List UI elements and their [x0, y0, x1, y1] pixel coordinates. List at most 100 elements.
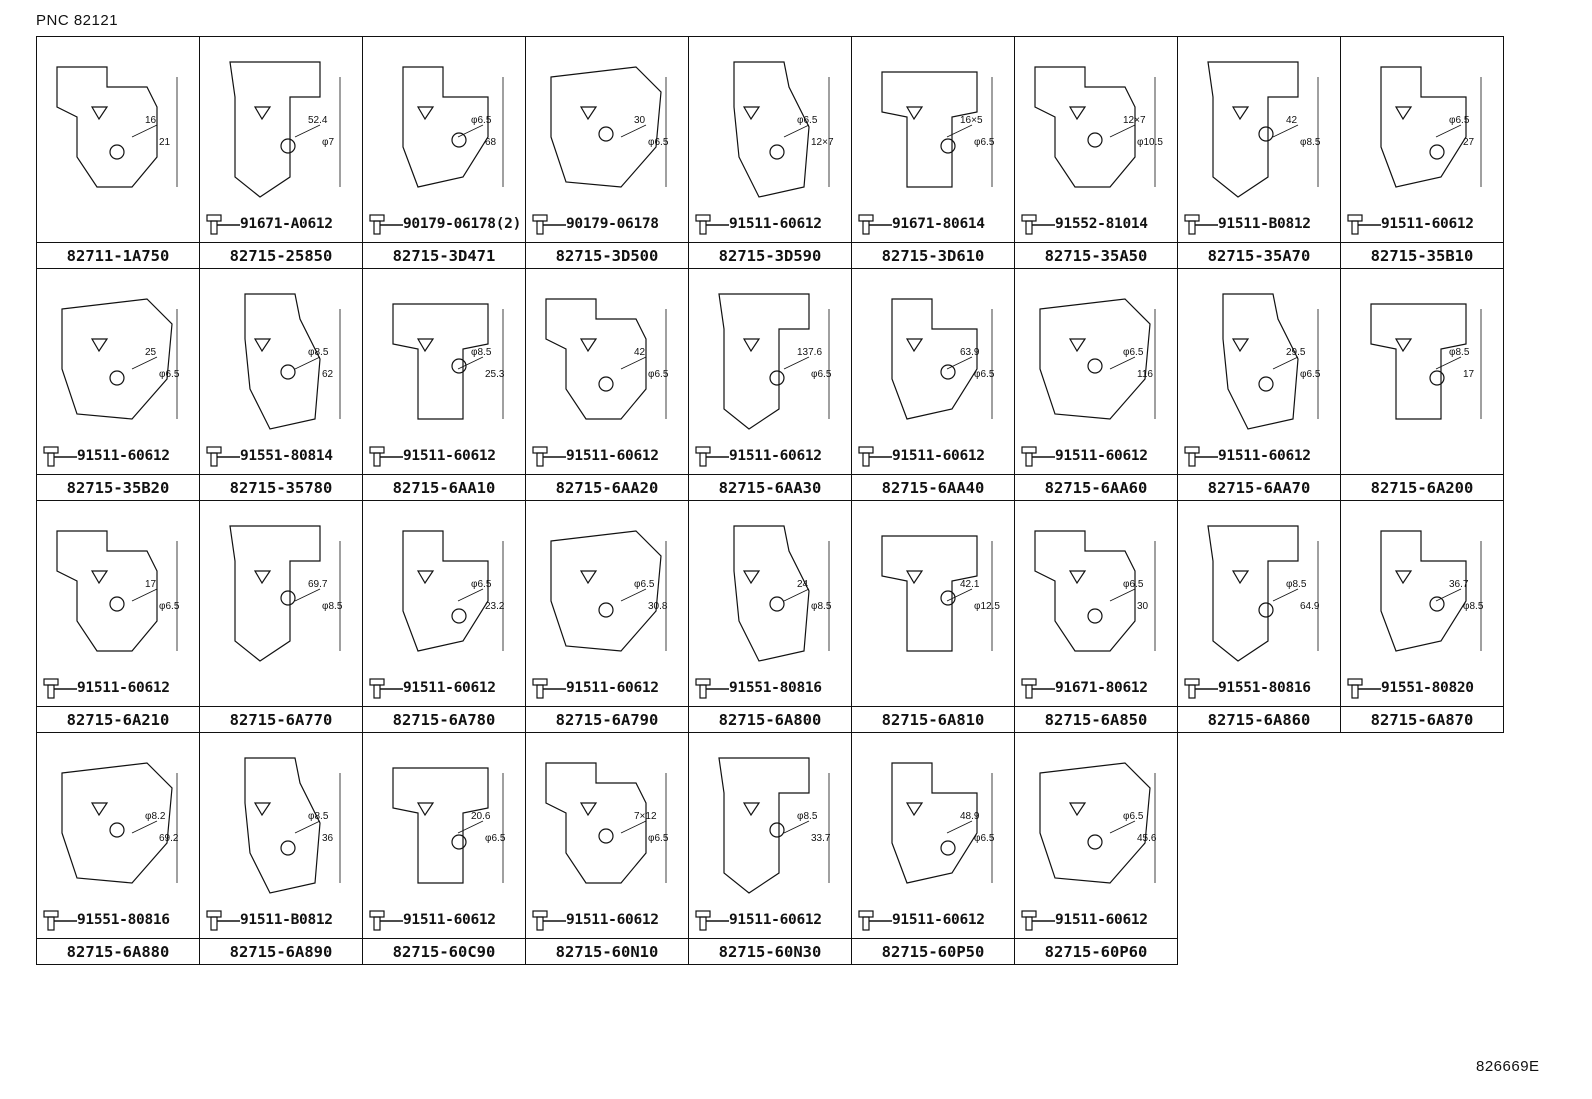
dimension-label: φ6.5: [1449, 115, 1470, 126]
part-number[interactable]: 82715-6A880: [37, 938, 199, 965]
dimension-label: φ6.5: [974, 833, 995, 844]
mounting-hole: [1429, 596, 1445, 612]
part-number[interactable]: 82715-6AA40: [852, 474, 1014, 501]
part-number[interactable]: 82715-6A810: [852, 706, 1014, 733]
bracket-outline: [1380, 530, 1467, 652]
part-number[interactable]: 82715-6AA30: [689, 474, 851, 501]
bracket-outline: [244, 757, 321, 894]
leader-line: [1435, 356, 1462, 370]
part-number[interactable]: 82715-6A770: [200, 706, 362, 733]
dimension-label: φ6.5: [1123, 347, 1144, 358]
part-number[interactable]: 82715-6AA70: [1178, 474, 1340, 501]
bracket-drawing: φ6.523.2: [402, 530, 505, 652]
part-number[interactable]: 82715-25850: [200, 242, 362, 269]
pnc-label: PNC 82121: [36, 12, 119, 29]
part-number[interactable]: 82715-6A860: [1178, 706, 1340, 733]
part-number[interactable]: 82715-60N10: [526, 938, 688, 965]
bolt-part-number: 91551-80820: [1381, 680, 1474, 696]
dimension-label: 29.5: [1286, 347, 1306, 358]
part-number[interactable]: 82715-6A210: [37, 706, 199, 733]
dimension-label: 12×7: [1123, 115, 1146, 126]
part-number[interactable]: 82715-6A790: [526, 706, 688, 733]
part-number[interactable]: 82715-3D610: [852, 242, 1014, 269]
leader-line: [783, 356, 810, 370]
dimension-label: φ8.5: [1463, 601, 1484, 612]
dimension-label: 30: [1137, 601, 1149, 612]
part-number[interactable]: 82715-6AA10: [363, 474, 525, 501]
part-number[interactable]: 82715-3D471: [363, 242, 525, 269]
part-number[interactable]: 82715-35780: [200, 474, 362, 501]
dimension-label: 137.6: [797, 347, 822, 358]
dimension-label: 69.7: [308, 579, 328, 590]
bolt-part-number: 91671-80612: [1055, 680, 1148, 696]
leader-line: [620, 588, 647, 602]
bolt-part-number: 91551-80816: [1218, 680, 1311, 696]
part-number[interactable]: 82715-60P60: [1015, 938, 1177, 965]
bolt-part-number: 91511-60612: [566, 448, 659, 464]
part-number[interactable]: 82715-3D590: [689, 242, 851, 269]
part-number[interactable]: 82711-1A750: [37, 242, 199, 269]
part-number[interactable]: 82715-6AA60: [1015, 474, 1177, 501]
part-number[interactable]: 82715-6AA20: [526, 474, 688, 501]
part-number[interactable]: 82715-6A870: [1341, 706, 1503, 733]
dimension-label: 64.9: [1300, 601, 1320, 612]
dimension-label: φ6.5: [159, 369, 180, 380]
part-number[interactable]: 82715-35B10: [1341, 242, 1503, 269]
part-number[interactable]: 82715-35A70: [1178, 242, 1340, 269]
part-number[interactable]: 82715-6A800: [689, 706, 851, 733]
part-number[interactable]: 82715-3D500: [526, 242, 688, 269]
bolt-row: 91511-60612: [693, 445, 822, 467]
part-number[interactable]: 82715-6A890: [200, 938, 362, 965]
part-number[interactable]: 82715-35A50: [1015, 242, 1177, 269]
bracket-drawing: φ8.564.9: [1207, 525, 1320, 662]
part-number[interactable]: 82715-60N30: [689, 938, 851, 965]
part-number[interactable]: 82715-6A850: [1015, 706, 1177, 733]
mounting-hole: [109, 144, 125, 160]
bolt-row: 91551-80816: [1182, 677, 1311, 699]
triangle-cutout: [1394, 106, 1413, 121]
part-number[interactable]: 82715-60P50: [852, 938, 1014, 965]
dimension-label: 17: [145, 579, 157, 590]
part-number[interactable]: 82715-6A780: [363, 706, 525, 733]
bracket-drawing: φ8.525.3: [392, 303, 505, 420]
part-number[interactable]: 82715-60C90: [363, 938, 525, 965]
part-number[interactable]: 82715-35B20: [37, 474, 199, 501]
part-number[interactable]: 82715-6A200: [1341, 474, 1503, 501]
